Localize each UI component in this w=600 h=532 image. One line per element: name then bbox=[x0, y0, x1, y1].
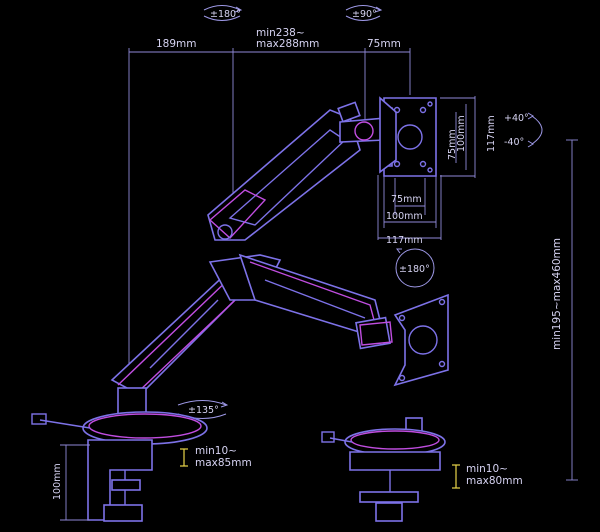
dimension-grommet-range: min10~ max80mm bbox=[452, 463, 523, 489]
rotation-badge-middle: ±180° bbox=[395, 248, 435, 288]
arm-reach-label-line2: max288mm bbox=[256, 38, 319, 50]
vesa-plate-bottom bbox=[393, 293, 449, 387]
dimension-clamp-range: min10~ max85mm bbox=[180, 445, 252, 469]
clamp-range-label-line1: min10~ bbox=[195, 445, 237, 457]
plate-top-label: 75mm bbox=[367, 38, 401, 50]
vesa-h-100-label: 100mm bbox=[386, 211, 423, 222]
vesa-h-117-label: 117mm bbox=[386, 235, 423, 246]
tilt-up-label: +40° bbox=[504, 113, 529, 124]
grommet-range-label-line2: max80mm bbox=[466, 475, 523, 487]
dimension-clamp-height: 100mm bbox=[52, 444, 90, 521]
vesa-horizontal-dimensions: 75mm 100mm 117mm bbox=[377, 170, 442, 246]
arm-extended bbox=[110, 253, 393, 396]
vesa-v-100-label: 100mm bbox=[456, 115, 467, 152]
rotation-badge-top-right: ±90° bbox=[345, 5, 383, 21]
grommet-range-label-line1: min10~ bbox=[466, 463, 508, 475]
vesa-vertical-dimensions: 75mm 100mm 117mm bbox=[440, 96, 497, 178]
rotation-label-base: ±135° bbox=[188, 405, 219, 416]
dimension-height-range: min195~max460mm bbox=[551, 139, 578, 481]
rotation-label-middle: ±180° bbox=[399, 264, 430, 275]
clamp-range-label-line2: max85mm bbox=[195, 457, 252, 469]
vesa-plate-top bbox=[379, 96, 437, 177]
clamp-height-label: 100mm bbox=[52, 463, 63, 500]
arm-raised bbox=[207, 101, 386, 241]
dimension-arm-offset: 189mm bbox=[128, 38, 234, 380]
vesa-v-117-label: 117mm bbox=[486, 115, 497, 152]
tilt-down-label: -40° bbox=[504, 137, 524, 148]
tilt-indicator: +40° -40° bbox=[504, 112, 543, 148]
vesa-v-75-label: 75mm bbox=[447, 129, 458, 160]
dimension-plate-top: 75mm bbox=[365, 38, 411, 95]
dimension-arm-reach: min238~ max288mm bbox=[233, 27, 366, 120]
height-range-label: min195~max460mm bbox=[551, 238, 563, 350]
vesa-h-75-label: 75mm bbox=[391, 194, 422, 205]
arm-offset-label: 189mm bbox=[156, 38, 197, 50]
clamp-base-left bbox=[31, 387, 208, 522]
arm-reach-label-line1: min238~ bbox=[256, 27, 305, 39]
rotation-label-top-left: ±180° bbox=[210, 9, 241, 20]
rotation-badge-top-left: ±180° bbox=[203, 5, 243, 21]
rotation-label-top-right: ±90° bbox=[352, 9, 377, 20]
grommet-base-right bbox=[321, 417, 446, 522]
